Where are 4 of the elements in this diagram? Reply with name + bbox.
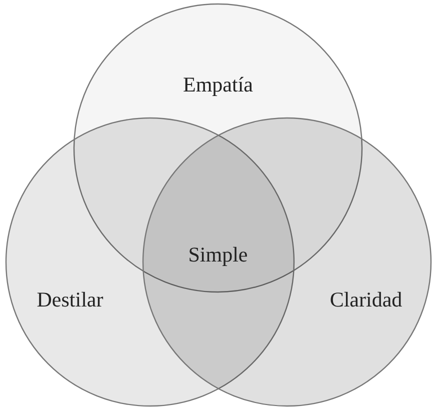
circle-label: Claridad: [330, 288, 402, 312]
circle-label: Destilar: [36, 288, 104, 312]
circle-label: Empatía: [183, 72, 253, 98]
overlap-label: Simple: [188, 242, 248, 268]
